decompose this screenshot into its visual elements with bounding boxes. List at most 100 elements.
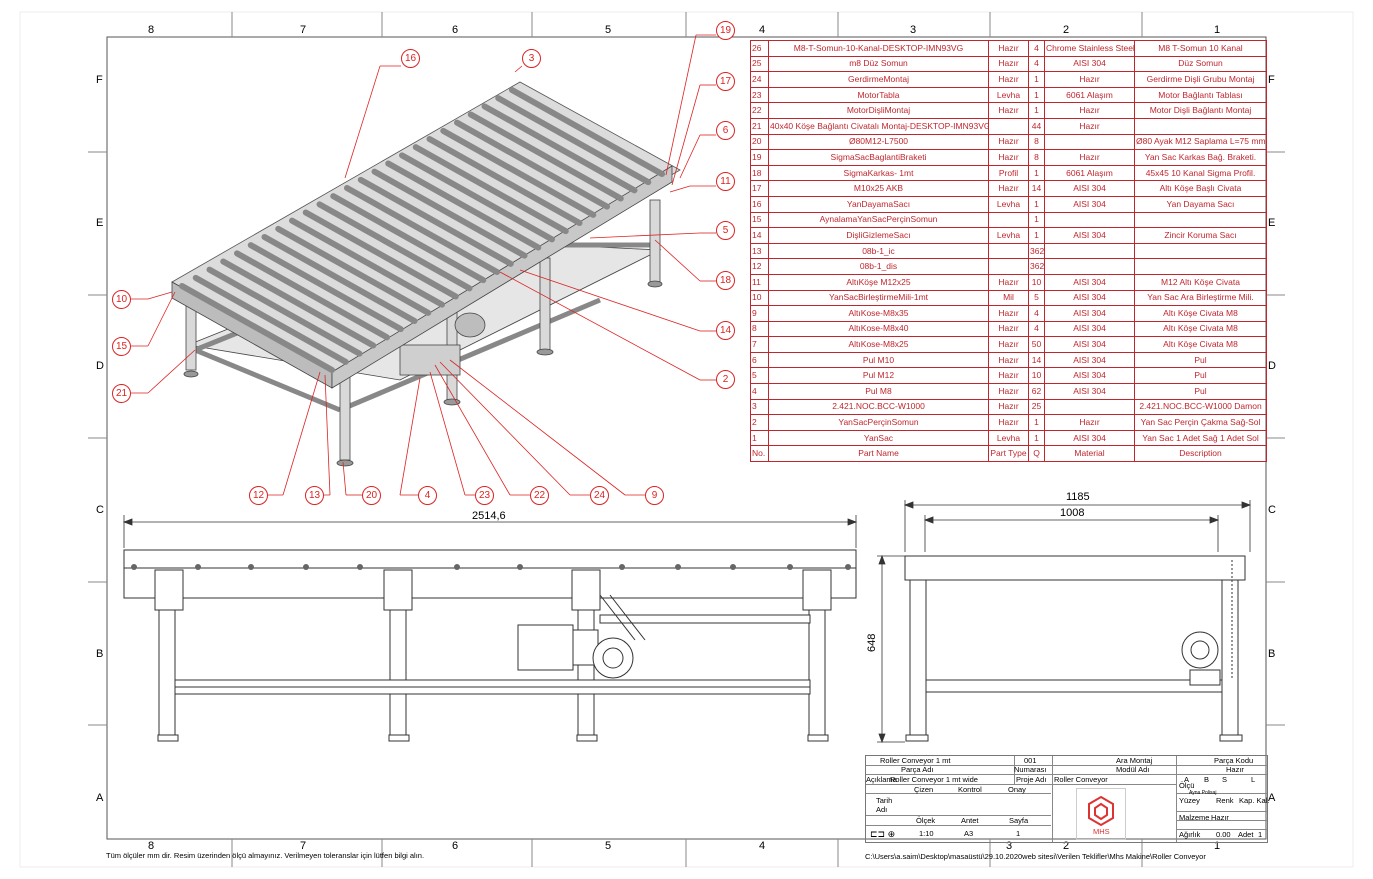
zone-top-5: 5 (605, 24, 612, 36)
zone-bottom-1: 1 (1214, 840, 1221, 852)
bom-cell: Yan Sac 1 Adet Sağ 1 Adet Sol (1134, 429, 1267, 447)
bom-cell: DişliGizlemeSacı (768, 227, 989, 244)
bom-cell: Hazır (988, 320, 1029, 338)
bom-cell: Yan Sac Karkas Bağ. Braketi. (1134, 149, 1267, 166)
bom-cell (988, 211, 1029, 229)
module-value: Ara Montaj (1116, 756, 1153, 765)
bom-cell: 6061 Alaşım (1044, 86, 1135, 104)
bom-cell: Hazır (1044, 414, 1135, 431)
bom-cell: 8 (1028, 133, 1045, 151)
bom-cell: 1 (1028, 211, 1045, 229)
roller (509, 87, 665, 177)
zone-bottom-8: 8 (148, 840, 155, 852)
bom-cell: 44 (1028, 117, 1045, 135)
bom-cell: AISI 304 (1044, 367, 1135, 385)
bom-cell (988, 258, 1029, 275)
bom-cell: Part Name (768, 445, 989, 463)
bom-cell: 11 (750, 273, 769, 291)
bom-cell: M10x25 AKB (768, 180, 989, 197)
bom-cell: SigmaSacBaglantiBraketi (768, 149, 989, 166)
bom-cell: Altı Köşe Civata M8 (1134, 305, 1267, 322)
bom-cell (1134, 242, 1267, 260)
weight-label: Ağırlık (1179, 830, 1201, 839)
callout-2: 2 (716, 370, 735, 389)
bom-cell: AltıKöşe M12x25 (768, 273, 989, 291)
title-block: Roller Conveyor 1 mt Parça Adı 001 Numar… (865, 755, 1270, 843)
bom-cell: Profil (988, 164, 1029, 182)
footer-note: Tüm ölçüler mm dir. Resim üzerinden ölçü… (106, 851, 425, 860)
bom-cell: AltıKose-M8x35 (768, 305, 989, 322)
bom-cell: Hazır (988, 398, 1029, 416)
bom-cell: Hazır (988, 383, 1029, 400)
bom-cell: 4 (1028, 320, 1045, 338)
bom-cell (1044, 242, 1135, 260)
dim-width-inner: 1008 (1060, 507, 1085, 519)
bom-cell: Pul (1134, 351, 1267, 369)
bom-cell (988, 117, 1029, 135)
roller (302, 209, 459, 300)
bom-cell: 14 (1028, 351, 1045, 369)
bom-cell (1134, 258, 1267, 275)
bom-cell: 2.421.NOC.BCC-W1000 (768, 398, 989, 416)
zone-left-C: C (96, 504, 104, 516)
bom-cell: GerdirmeMontaj (768, 71, 989, 88)
olcu-label: Ölçü (1179, 781, 1195, 790)
bom-cell: Pul (1134, 367, 1267, 385)
approved-label: Onay (1008, 785, 1026, 794)
bom-cell (1044, 258, 1135, 275)
bom-cell: 3 (750, 398, 769, 416)
bom-cell: Hazır (1044, 149, 1135, 166)
zone-top-7: 7 (300, 24, 307, 36)
bom-cell: Levha (988, 429, 1029, 447)
bom-cell: 5 (750, 367, 769, 385)
bom-cell: No. (750, 445, 769, 463)
callout-19: 19 (716, 21, 735, 40)
project-label: Proje Adı (1016, 775, 1047, 784)
coat-label: Kap. Kal. (1239, 796, 1270, 805)
bom-cell: AISI 304 (1044, 305, 1135, 322)
bom-cell: YanDayamaSacı (768, 195, 989, 213)
callout-13: 13 (305, 486, 324, 505)
callout-21: 21 (112, 384, 131, 403)
bom-cell: Q (1028, 445, 1045, 463)
callout-16: 16 (401, 49, 420, 68)
bom-cell: 13 (750, 242, 769, 260)
bom-cell: Pul M12 (768, 367, 989, 385)
bom-cell: 1 (1028, 195, 1045, 213)
material-value: Hazır (1211, 813, 1229, 822)
bom-cell: AISI 304 (1044, 429, 1135, 447)
roller (247, 242, 404, 333)
bom-cell: 6 (750, 351, 769, 369)
bom-cell: MotorDişliMontaj (768, 102, 989, 119)
roller (454, 119, 610, 210)
roller (261, 234, 418, 324)
bom-cell: AISI 304 (1044, 351, 1135, 369)
logo-text: MHS (1093, 827, 1110, 836)
zone-bottom-6: 6 (452, 840, 459, 852)
bom-cell: 1 (1028, 102, 1045, 119)
bom-cell: AISI 304 (1044, 320, 1135, 338)
bom-cell: Hazır (988, 273, 1029, 291)
callout-17: 17 (716, 72, 735, 91)
qty-label: Adet (1238, 830, 1254, 839)
company-logo: MHS (1076, 788, 1126, 840)
bom-cell: 362 (1028, 242, 1045, 260)
zone-top-8: 8 (148, 24, 155, 36)
bom-cell: 23 (750, 86, 769, 104)
zone-bottom-2: 2 (1063, 840, 1070, 852)
callout-3: 3 (522, 49, 541, 68)
bom-cell: 18 (750, 164, 769, 182)
bom-cell: AynalamaYanSacPerçinSomun (768, 211, 989, 229)
zone-left-B: B (96, 648, 104, 660)
bom-cell: YanSacBirleştirmeMili-1mt (768, 289, 989, 307)
bom-cell: 17 (750, 180, 769, 197)
callout-6: 6 (716, 121, 735, 140)
date-label: Tarih (876, 796, 893, 805)
